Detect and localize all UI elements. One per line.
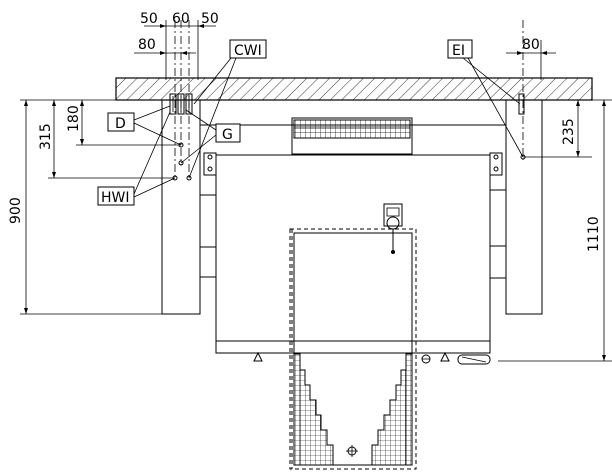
- dim-315: 315: [38, 123, 54, 150]
- dim-1110: 1110: [586, 216, 602, 252]
- drain-hose: [457, 354, 491, 365]
- callout-cwi-label: CWI: [234, 43, 262, 59]
- callout-cwi: CWI: [229, 39, 267, 59]
- dim-180: 180: [66, 105, 82, 132]
- cwi-point-icon: [186, 175, 192, 181]
- callout-ei-label: EI: [452, 43, 465, 59]
- right-bracket: [489, 152, 503, 176]
- callout-leaders: [133, 57, 524, 198]
- right-connections: [518, 20, 542, 160]
- callout-g: G: [215, 123, 241, 143]
- callout-g-label: G: [222, 127, 233, 143]
- countertop: [115, 77, 593, 101]
- left-connections: [165, 20, 199, 181]
- door: [289, 228, 417, 470]
- callout-hwi: HWI: [97, 186, 135, 206]
- dim-900: 900: [8, 197, 24, 224]
- feet: [253, 351, 491, 365]
- control-panel: [291, 117, 413, 155]
- gauge: [383, 203, 403, 254]
- dim-80-left: 80: [138, 37, 156, 53]
- callout-d-label: D: [115, 116, 126, 132]
- dim-80-right: 80: [522, 37, 540, 53]
- callout-ei: EI: [447, 39, 473, 59]
- left-bracket: [203, 152, 217, 176]
- dimension-lines: [20, 24, 612, 362]
- dim-50-left: 50: [140, 11, 158, 27]
- rack-grid: [293, 353, 413, 466]
- dim-235: 235: [561, 118, 577, 145]
- dim-60: 60: [172, 11, 190, 27]
- callout-hwi-label: HWI: [101, 190, 130, 206]
- right-cabinet: [489, 99, 543, 315]
- callout-d: D: [107, 112, 135, 132]
- dimension-labels: 50 60 50 80 80 180 315 900 235 1110: [8, 11, 602, 252]
- dim-50-right: 50: [201, 11, 219, 27]
- machine-body: [200, 124, 506, 354]
- gas-point-icon: [178, 160, 184, 166]
